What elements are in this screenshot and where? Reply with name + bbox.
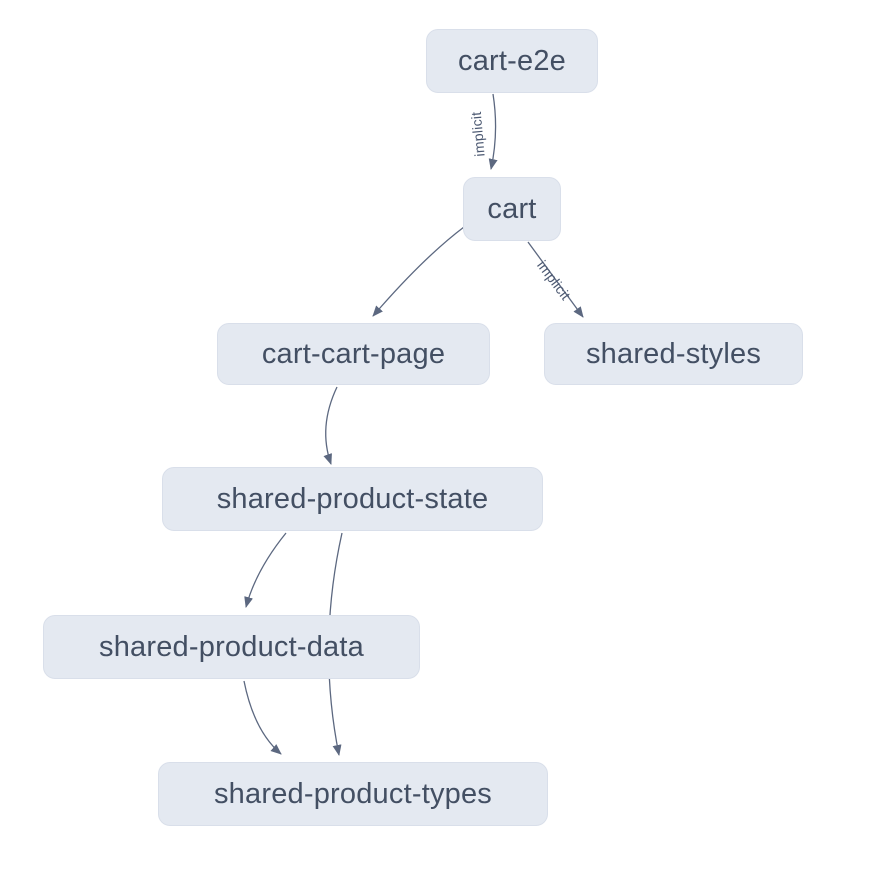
node-shared-product-state[interactable]: shared-product-state — [162, 467, 543, 531]
node-label-shared-styles: shared-styles — [585, 337, 762, 370]
node-label-shared-product-types: shared-product-types — [213, 777, 493, 810]
node-shared-product-data[interactable]: shared-product-data — [43, 615, 420, 679]
edge-cart-to-cart-cart-page — [372, 226, 465, 317]
edge-label-cart-e2e-to-cart: implicit — [468, 111, 488, 157]
edge-shared-product-data-to-shared-product-types — [243, 680, 282, 755]
edge-cart-cart-page-to-shared-product-state — [323, 386, 338, 465]
node-label-cart: cart — [487, 192, 537, 225]
node-cart-cart-page[interactable]: cart-cart-page — [217, 323, 490, 385]
node-label-shared-product-state: shared-product-state — [216, 482, 489, 515]
node-cart-e2e[interactable]: cart-e2e — [426, 29, 598, 93]
node-label-shared-product-data: shared-product-data — [99, 630, 364, 663]
node-label-cart-cart-page: cart-cart-page — [261, 337, 446, 370]
node-shared-product-types[interactable]: shared-product-types — [158, 762, 548, 826]
node-shared-styles[interactable]: shared-styles — [544, 323, 803, 385]
node-cart[interactable]: cart — [463, 177, 561, 241]
edge-cart-to-shared-styles — [527, 241, 584, 318]
edge-cart-e2e-to-cart — [488, 93, 498, 170]
node-label-cart-e2e: cart-e2e — [458, 44, 566, 77]
edge-shared-product-state-to-shared-product-data — [244, 532, 287, 608]
